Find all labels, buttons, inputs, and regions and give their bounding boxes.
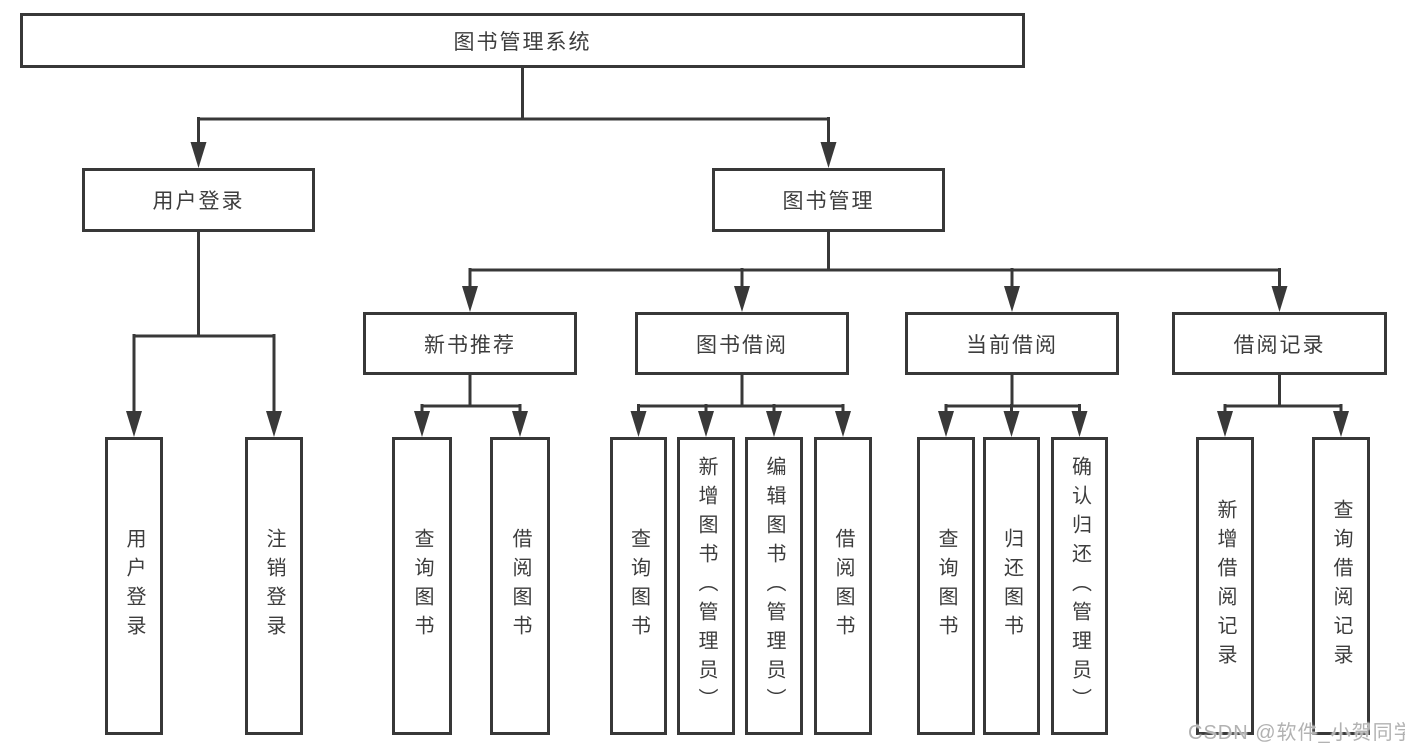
node-user-login: 用户登录 bbox=[82, 168, 315, 232]
leaf-query-books-2: 查询图书 bbox=[610, 437, 667, 735]
leaf-logout: 注销登录 bbox=[245, 437, 303, 735]
node-current-borrowing: 当前借阅 bbox=[905, 312, 1119, 375]
csdn-watermark: CSDN @软件_小贺同学 bbox=[1188, 722, 1405, 744]
node-new-book-recommendation: 新书推荐 bbox=[363, 312, 577, 375]
leaf-borrow-books-2: 借阅图书 bbox=[814, 437, 872, 735]
leaf-add-borrow-record: 新增借阅记录 bbox=[1196, 437, 1254, 735]
leaf-edit-books-admin: 编辑图书（管理员） bbox=[745, 437, 803, 735]
node-library-management-system: 图书管理系统 bbox=[20, 13, 1025, 68]
node-book-management: 图书管理 bbox=[712, 168, 945, 232]
node-borrowing-records: 借阅记录 bbox=[1172, 312, 1387, 375]
leaf-query-books-3: 查询图书 bbox=[917, 437, 975, 735]
leaf-query-books-1: 查询图书 bbox=[392, 437, 452, 735]
leaf-query-borrow-record: 查询借阅记录 bbox=[1312, 437, 1370, 735]
leaf-add-books-admin: 新增图书（管理员） bbox=[677, 437, 735, 735]
leaf-borrow-books-1: 借阅图书 bbox=[490, 437, 550, 735]
node-book-borrowing: 图书借阅 bbox=[635, 312, 849, 375]
leaf-user-login: 用户登录 bbox=[105, 437, 163, 735]
leaf-confirm-return-admin: 确认归还（管理员） bbox=[1051, 437, 1108, 735]
leaf-return-books: 归还图书 bbox=[983, 437, 1040, 735]
